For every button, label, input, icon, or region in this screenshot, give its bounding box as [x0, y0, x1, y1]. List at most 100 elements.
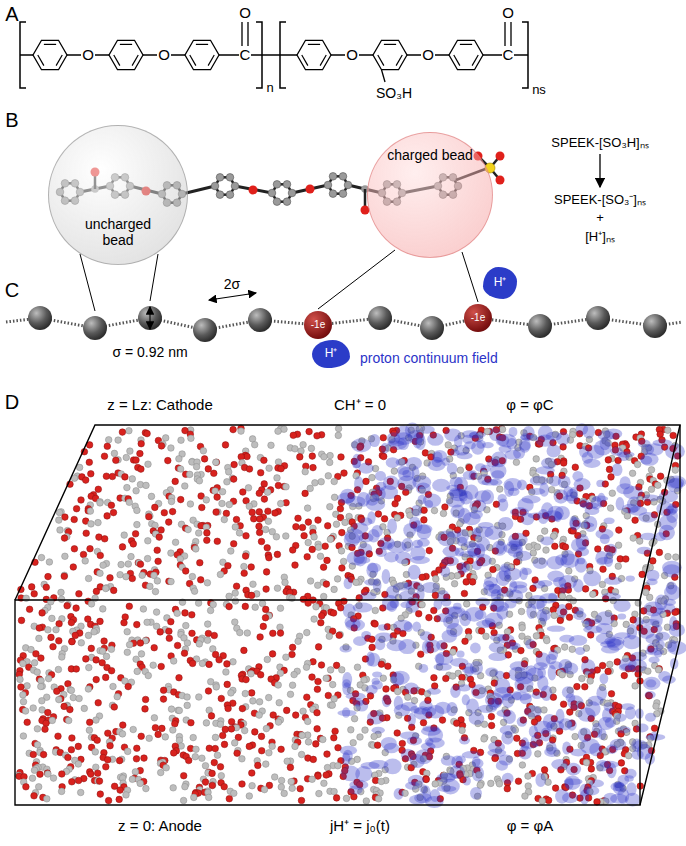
- uncharged-particle: [298, 751, 305, 758]
- uncharged-particle: [323, 675, 330, 682]
- charged-particle: [144, 430, 151, 437]
- uncharged-particle: [241, 727, 248, 734]
- uncharged-bead: [83, 316, 107, 340]
- benzene-ring: [373, 40, 407, 69]
- uncharged-particle: [134, 521, 141, 528]
- uncharged-particle: [189, 573, 196, 580]
- uncharged-particle: [326, 633, 333, 640]
- carbon-atom: [329, 190, 337, 198]
- charged-particle: [68, 746, 75, 753]
- uncharged-particle: [256, 712, 263, 719]
- charged-particle: [93, 657, 100, 664]
- charged-particle: [399, 740, 406, 747]
- uncharged-particle: [36, 635, 43, 642]
- charged-particle: [302, 490, 309, 497]
- charged-particle: [323, 581, 330, 588]
- uncharged-particle: [49, 615, 56, 622]
- charged-particle: [304, 694, 311, 701]
- charged-particle: [657, 473, 664, 480]
- charged-particle: [292, 712, 299, 719]
- uncharged-particle: [372, 607, 379, 614]
- charged-particle: [249, 509, 256, 516]
- uncharged-particle: [483, 633, 490, 640]
- uncharged-particle: [331, 494, 338, 501]
- charged-particle: [600, 566, 607, 573]
- aromatic-bond: [384, 44, 396, 45]
- uncharged-particle: [251, 441, 258, 448]
- carbon-atom: [283, 181, 291, 189]
- charged-particle: [605, 457, 612, 464]
- charged-particle: [315, 644, 322, 651]
- charged-particle: [197, 577, 204, 584]
- uncharged-particle: [138, 651, 145, 658]
- charged-particle: [138, 733, 145, 740]
- charged-particle: [651, 725, 658, 732]
- charged-particle: [230, 476, 237, 483]
- charged-particle: [462, 638, 469, 645]
- uncharged-particle: [311, 534, 318, 541]
- uncharged-particle: [93, 717, 100, 724]
- uncharged-particle: [65, 717, 72, 724]
- uncharged-particle: [303, 664, 310, 671]
- charged-particle: [64, 603, 71, 610]
- charged-particle: [426, 547, 433, 554]
- uncharged-particle: [263, 725, 270, 732]
- uncharged-particle: [152, 588, 159, 595]
- uncharged-particle: [391, 468, 398, 475]
- charged-particle: [310, 464, 317, 471]
- chemical-structure: [20, 22, 528, 88]
- charged-particle: [76, 591, 83, 598]
- charged-particle: [119, 544, 126, 551]
- charged-particle: [560, 460, 567, 467]
- uncharged-particle: [200, 448, 207, 455]
- charged-particle: [50, 643, 57, 650]
- uncharged-particle: [329, 702, 336, 709]
- uncharged-particle: [295, 638, 302, 645]
- aromatic-bond: [120, 44, 132, 45]
- charged-particle: [490, 566, 497, 573]
- charged-particle: [616, 527, 623, 534]
- aromatic-bond: [378, 55, 384, 66]
- dimension-arrow: [149, 307, 150, 329]
- charged-particle: [165, 457, 172, 464]
- carbonyl-bond: [247, 22, 248, 46]
- uncharged-particle: [217, 721, 224, 728]
- uncharged-particle: [187, 501, 194, 508]
- uncharged-particle: [39, 698, 46, 705]
- uncharged-particle: [348, 727, 355, 734]
- charged-particle: [324, 557, 331, 564]
- charged-particle: [73, 666, 80, 673]
- charged-particle: [246, 466, 253, 473]
- uncharged-particle: [672, 467, 679, 474]
- uncharged-particle: [646, 594, 653, 601]
- aromatic-bond: [472, 55, 478, 66]
- uncharged-particle: [250, 698, 257, 705]
- charged-particle: [113, 457, 120, 464]
- charged-particle: [248, 592, 255, 599]
- charged-particle: [318, 613, 325, 620]
- uncharged-particle: [196, 694, 203, 701]
- uncharged-particle: [327, 452, 334, 459]
- uncharged-particle: [615, 563, 622, 570]
- charged-particle: [243, 533, 250, 540]
- uncharged-particle: [451, 580, 458, 587]
- uncharged-particle: [630, 535, 637, 542]
- uncharged-particle: [58, 589, 65, 596]
- charged-particle: [305, 600, 312, 607]
- uncharged-particle: [57, 527, 64, 534]
- uncharged-particle: [331, 478, 338, 485]
- uncharged-particle: [111, 450, 118, 457]
- charged-particle: [130, 541, 137, 548]
- uncharged-particle: [587, 678, 594, 685]
- uncharged-particle: [325, 473, 332, 480]
- uncharged-particle: [203, 497, 210, 504]
- carbonyl-bond: [241, 22, 242, 46]
- uncharged-particle: [541, 707, 548, 714]
- uncharged-particle: [419, 601, 426, 608]
- charged-particle: [380, 453, 387, 460]
- uncharged-particle: [327, 667, 334, 674]
- charged-particle: [272, 510, 279, 517]
- uncharged-particle: [147, 583, 154, 590]
- charged-particle: [206, 745, 213, 752]
- aromatic-bond: [44, 44, 56, 45]
